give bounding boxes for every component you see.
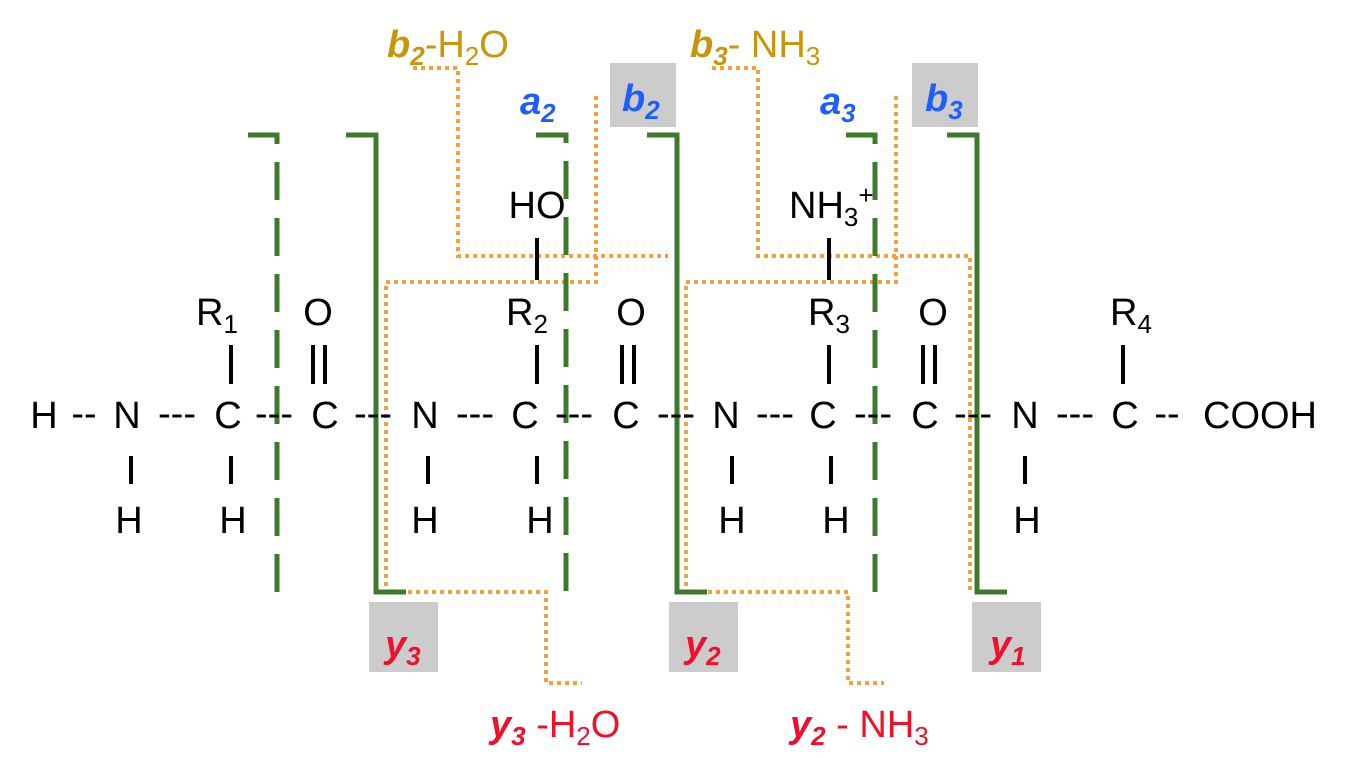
side-chain-r3: R3 bbox=[808, 292, 850, 339]
atom-n1: N bbox=[113, 395, 140, 437]
ion-y3-label: y3 bbox=[383, 624, 421, 671]
side-chain-r2: R2 bbox=[506, 292, 548, 339]
ammonium-nh3: NH3+ bbox=[789, 180, 874, 232]
carbonyl-o1: O bbox=[303, 292, 333, 334]
atom-h: H bbox=[1013, 500, 1040, 542]
b-ion-labels: b2 b3 bbox=[622, 78, 963, 125]
c-terminal-cooh: COOH bbox=[1203, 395, 1317, 437]
b3-y1-cleavage-line bbox=[947, 132, 1007, 595]
bond-dash: --- bbox=[158, 393, 196, 435]
b2-h2o-label: b2-H2O bbox=[387, 24, 509, 71]
atom-ca1: C bbox=[214, 395, 241, 437]
bond-dash: -- bbox=[71, 393, 96, 435]
bond-dash: --- bbox=[1056, 393, 1094, 435]
hydroxyl-ho: HO bbox=[509, 185, 566, 227]
y2-label-box bbox=[669, 602, 738, 672]
y3-label-box bbox=[369, 602, 438, 672]
side-chain-r4: R4 bbox=[1110, 292, 1152, 339]
b1-y3-cleavage-line bbox=[346, 132, 406, 595]
atom-c2: C bbox=[612, 395, 639, 437]
b2-h2o-cleavage-line bbox=[413, 66, 668, 258]
atom-ca4: C bbox=[1111, 395, 1138, 437]
a3-cleavage-line bbox=[846, 132, 878, 592]
ion-a2-label: a2 bbox=[520, 81, 556, 128]
atom-c3: C bbox=[911, 395, 938, 437]
upper-substituents: R1 O R2 O R3 O R4 HO NH3+ bbox=[196, 180, 1152, 384]
ion-y2-label: y2 bbox=[683, 624, 721, 671]
bond-dash: --- bbox=[555, 393, 593, 435]
atom-h: H bbox=[411, 500, 438, 542]
atom-h: H bbox=[219, 500, 246, 542]
atom-ca3: C bbox=[809, 395, 836, 437]
atom-ca2: C bbox=[511, 395, 538, 437]
ion-a3-label: a3 bbox=[820, 81, 856, 128]
atom-c1: C bbox=[311, 395, 338, 437]
backbone: H -- N --- C --- C --- N --- C --- C ---… bbox=[30, 393, 1317, 437]
b2-y2-cleavage-line bbox=[647, 132, 707, 595]
bond-dash: --- bbox=[255, 393, 293, 435]
ion-b2-label: b2 bbox=[622, 78, 660, 125]
n-terminal-h: H bbox=[30, 395, 57, 437]
b2-label-box bbox=[610, 63, 676, 127]
atom-n3: N bbox=[712, 395, 739, 437]
ion-b3-label: b3 bbox=[925, 78, 963, 125]
atom-n2: N bbox=[411, 395, 438, 437]
bond-dash: --- bbox=[954, 393, 992, 435]
atom-h: H bbox=[115, 500, 142, 542]
side-chain-r1: R1 bbox=[196, 292, 238, 339]
y1-label-box bbox=[972, 602, 1041, 672]
neutral-loss-labels: b2-H2O b3- NH3 y3 -H2O y2 - NH3 bbox=[387, 24, 929, 751]
carbonyl-o3: O bbox=[918, 292, 948, 334]
atom-h: H bbox=[822, 500, 849, 542]
y-ion-labels: y3 y2 y1 bbox=[383, 624, 1026, 671]
bond-dash: --- bbox=[657, 393, 695, 435]
atom-h: H bbox=[718, 500, 745, 542]
b3-label-box bbox=[912, 63, 978, 127]
ion-y1-label: y1 bbox=[988, 624, 1026, 671]
bond-dash: --- bbox=[456, 393, 494, 435]
b3-nh3-cleavage-line bbox=[712, 66, 972, 592]
y2-nh3-label: y2 - NH3 bbox=[788, 704, 929, 751]
atom-n4: N bbox=[1011, 395, 1038, 437]
a2-cleavage-line bbox=[536, 132, 569, 592]
bond-dash: --- bbox=[756, 393, 794, 435]
bond-dash: --- bbox=[354, 393, 392, 435]
a1-cleavage-line bbox=[248, 132, 280, 592]
carbonyl-o2: O bbox=[616, 292, 646, 334]
ion-label-boxes bbox=[369, 63, 1041, 672]
b3-nh3-label: b3- NH3 bbox=[690, 24, 820, 71]
a-ion-labels: a2 a3 bbox=[520, 81, 856, 128]
y3-h2o-label: y3 -H2O bbox=[488, 704, 620, 751]
lower-substituents: H H H H H H H bbox=[115, 456, 1041, 542]
green-cleavage-lines bbox=[248, 132, 1007, 595]
bond-dash: --- bbox=[854, 393, 892, 435]
bond-dash: -- bbox=[1154, 393, 1179, 435]
atom-h: H bbox=[526, 500, 553, 542]
